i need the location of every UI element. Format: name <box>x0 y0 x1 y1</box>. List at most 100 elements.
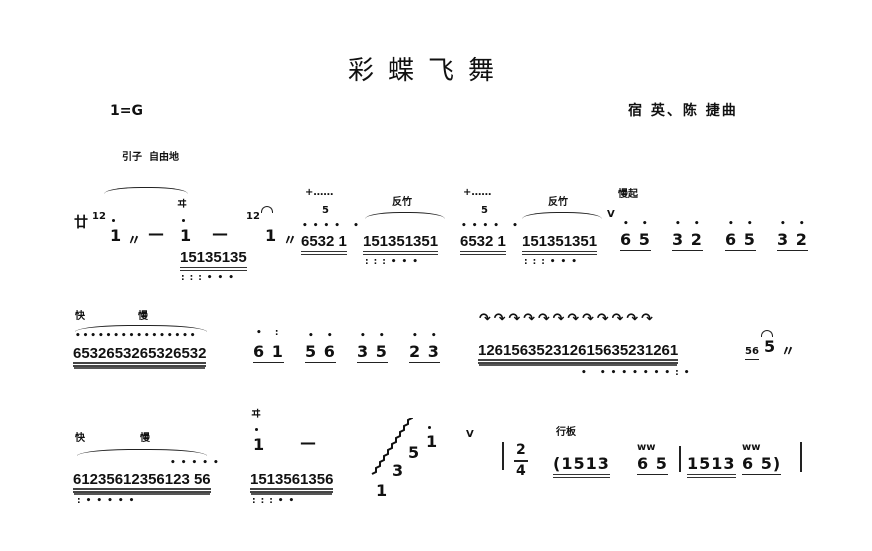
note: 1 <box>110 226 123 245</box>
arrow-icon: ↷ <box>493 311 509 327</box>
tremolo-mark: 〃 <box>781 344 795 360</box>
measure-notes: 6 5) <box>742 454 782 475</box>
high-dots: • • <box>675 219 705 229</box>
slur <box>365 212 445 219</box>
free-meter-mark: 廿 <box>74 215 88 231</box>
note-pair: 2 3 <box>409 342 440 363</box>
kuai-label: 快 <box>75 433 85 444</box>
dash: — <box>148 224 165 243</box>
note-run: 126156352312615635231261 <box>478 343 679 364</box>
arrow-marks: ↷↷↷↷↷↷↷↷↷↷↷↷ <box>479 312 656 326</box>
high-dots: •••••••••••••••• <box>75 331 198 341</box>
man-label: 慢 <box>138 311 148 322</box>
high-dots: • • <box>360 331 390 341</box>
barline <box>800 442 802 472</box>
note-run: 6532 1 <box>301 234 347 255</box>
note-pair: 3 2 <box>777 230 808 251</box>
time-signature-top: 2 <box>516 442 526 458</box>
note-pair: 6 1 <box>253 342 284 363</box>
plus-dots: +…… <box>305 187 334 198</box>
note-run: 15135135 <box>180 250 247 271</box>
arpeggio-note: 1 <box>376 481 389 500</box>
breath-mark: V <box>607 209 615 220</box>
key-signature: 1=G <box>110 103 143 119</box>
tremolo-mark: 〃 <box>127 233 141 249</box>
harmonic-mark: ヰ <box>177 199 187 210</box>
fanzhu-label: 反竹 <box>392 197 412 208</box>
high-dots: • • <box>728 219 758 229</box>
barline <box>679 446 681 472</box>
high-dot <box>255 428 258 431</box>
high-dots: • • <box>308 331 338 341</box>
low-dots: :::••• <box>365 257 424 267</box>
high-dots: • : <box>256 328 284 338</box>
low-dots: :::•• <box>252 496 300 506</box>
song-title: 彩蝶飞舞 <box>348 56 509 86</box>
high-dots: ••••• <box>170 458 224 468</box>
measure-notes: (1513 <box>553 456 610 478</box>
note-pair: 6 5 <box>620 230 651 251</box>
trill-mark: ww <box>637 442 656 453</box>
note-run: 61235612356123 56 <box>73 472 211 493</box>
high-dots: •••• • <box>461 221 523 231</box>
note-pair: 3 2 <box>672 230 703 251</box>
grace-notes: 12 <box>246 211 260 222</box>
note-run: 151351351 <box>363 234 439 255</box>
grace-notes: 12 <box>92 211 106 222</box>
arrow-icon: ↷ <box>582 311 597 327</box>
high-dots: • • <box>780 219 810 229</box>
grace-notes: 56 <box>745 347 759 360</box>
arrow-icon: ↷ <box>641 311 656 327</box>
arrow-icon: ↷ <box>552 311 568 327</box>
low-dots: :::••• <box>181 273 240 283</box>
arrow-icon: ↷ <box>626 311 642 327</box>
note-pair: 3 5 <box>357 342 388 363</box>
measure-notes: 6 5 <box>637 454 668 475</box>
time-signature-line <box>514 460 528 462</box>
slur <box>522 212 602 219</box>
high-dot <box>428 426 431 429</box>
note-run: 151351351 <box>522 234 598 255</box>
man-label: 慢 <box>140 433 150 444</box>
arrow-icon: ↷ <box>479 311 494 327</box>
dash: — <box>212 224 229 243</box>
fanzhu-label: 反竹 <box>548 197 568 208</box>
barline <box>502 442 504 470</box>
intro-label: 引子 自由地 <box>122 152 179 163</box>
kuai-label: 快 <box>75 311 85 322</box>
harmonic-mark: ヰ <box>251 409 261 420</box>
arrow-icon: ↷ <box>508 311 524 327</box>
measure-notes: 1513 <box>687 456 736 478</box>
high-dot <box>112 219 115 222</box>
breath-mark: V <box>466 429 474 440</box>
arpeggio-note: 1 <box>426 432 439 451</box>
high-dots: • • <box>412 331 442 341</box>
man-qi-label: 慢起 <box>618 189 638 200</box>
slur <box>75 325 207 332</box>
arpeggio-wavy-line <box>371 418 413 475</box>
arrow-icon: ↷ <box>596 311 612 327</box>
arrow-icon: ↷ <box>567 311 583 327</box>
note: 1 <box>253 435 266 454</box>
arrow-icon: ↷ <box>523 311 538 327</box>
plus-dots: +…… <box>463 187 492 198</box>
note-pair: 5 6 <box>305 342 336 363</box>
note: 1 <box>265 226 278 245</box>
tuplet-number: 5 <box>322 205 329 216</box>
fermata-icon <box>261 206 273 213</box>
arrow-icon: ↷ <box>537 311 553 327</box>
low-dots: • •••••••:• <box>581 368 695 378</box>
fermata-icon <box>761 330 773 337</box>
tuplet-number: 5 <box>481 205 488 216</box>
note: 5 <box>764 337 777 356</box>
trill-mark: ww <box>742 442 761 453</box>
high-dot <box>182 219 185 222</box>
slur <box>77 449 207 456</box>
high-dots: •••• • <box>302 221 364 231</box>
arpeggio-note: 3 <box>392 461 405 480</box>
tremolo-mark: 〃 <box>283 233 297 249</box>
low-dots: :::••• <box>524 257 583 267</box>
note-run: 1513561356 <box>250 472 334 493</box>
note-run: 6532653265326532 <box>73 346 207 367</box>
